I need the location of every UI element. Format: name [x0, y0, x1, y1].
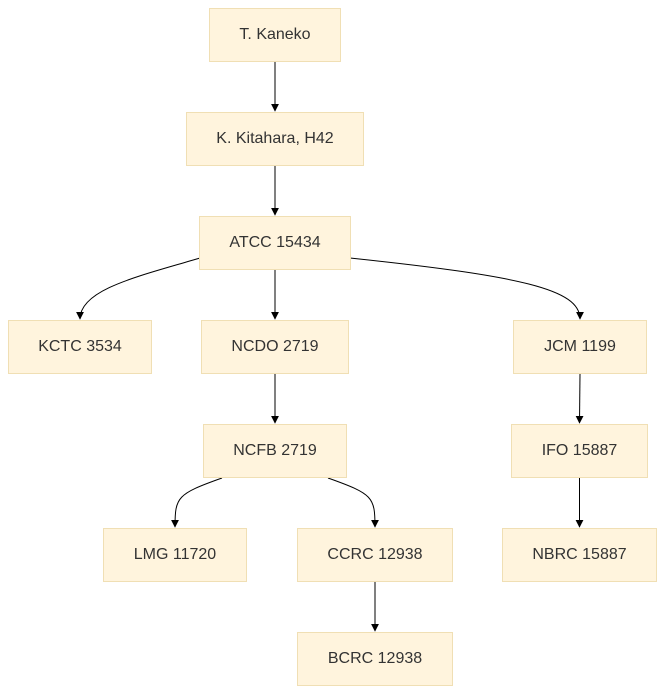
edge-ncfb-to-lmg [171, 477, 223, 528]
node-atcc-15434: ATCC 15434 [199, 216, 351, 270]
node-ifo-15887: IFO 15887 [511, 424, 648, 478]
node-lmg-11720: LMG 11720 [103, 528, 247, 582]
edge-atcc-to-jcm [349, 257, 584, 320]
edge-atcc-to-kctc [76, 257, 201, 320]
node-bcrc-12938: BCRC 12938 [297, 632, 453, 686]
node-k-kitahara-h42: K. Kitahara, H42 [186, 112, 364, 166]
edge-jcm-to-ifo [575, 373, 584, 424]
node-ncfb-2719: NCFB 2719 [203, 424, 347, 478]
edge-ncfb-to-ccrc [327, 477, 379, 528]
node-ncdo-2719: NCDO 2719 [201, 320, 349, 374]
node-t-kaneko: T. Kaneko [209, 8, 341, 62]
node-kctc-3534: KCTC 3534 [8, 320, 152, 374]
node-ccrc-12938: CCRC 12938 [297, 528, 453, 582]
node-jcm-1199: JCM 1199 [513, 320, 647, 374]
node-nbrc-15887: NBRC 15887 [502, 528, 657, 582]
